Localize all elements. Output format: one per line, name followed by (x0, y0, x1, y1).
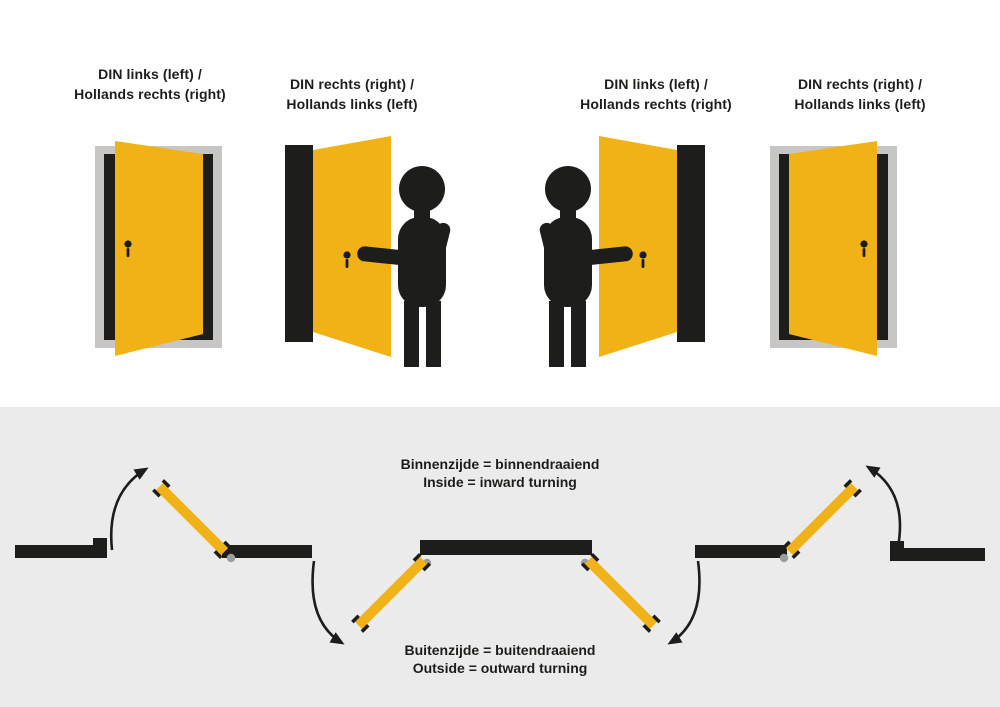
swing-direction-section: Binnenzijde = binnendraaiend Inside = in… (0, 407, 1000, 707)
door-handle-icon (860, 240, 868, 257)
inside-turning-label-line2: Inside = inward turning (423, 474, 577, 490)
plan-door-leaf (580, 552, 661, 633)
door-frame-open-left-icon (95, 141, 222, 356)
swing-plan-diagram (15, 465, 985, 645)
swing-arrow-icon (667, 560, 701, 645)
wall-segment (890, 548, 985, 561)
door-illustration-1 (95, 140, 222, 365)
inside-turning-label: Binnenzijde = binnendraaiend Inside = in… (300, 455, 700, 491)
plan-door-left-inward (15, 467, 312, 563)
door-frame-open-right-icon (770, 141, 897, 356)
door-handle-icon (124, 240, 132, 257)
door-handle-icon (343, 251, 351, 268)
outside-turning-label: Buitenzijde = buitendraaiend Outside = o… (300, 641, 700, 677)
plan-doors-center-outward (311, 540, 701, 645)
hinge-pivot-icon (226, 553, 236, 563)
wall-stop (93, 538, 107, 545)
figure-1-label: DIN links (left) / Hollands rechts (righ… (50, 64, 250, 104)
hinge-pivot-icon (779, 553, 789, 563)
figure-3-label-line2: Hollands rechts (right) (580, 96, 732, 112)
plan-door-leaf (152, 479, 233, 560)
door-frame-jamb (285, 145, 313, 342)
outside-turning-label-line2: Outside = outward turning (412, 660, 588, 676)
door-illustration-2 (285, 133, 470, 373)
door-with-person-mirrored-icon (539, 136, 705, 367)
figure-4-label-line2: Hollands links (left) (794, 96, 926, 112)
figure-2-label-line1: DIN rechts (right) / (289, 76, 415, 92)
swing-arrow-icon (865, 465, 902, 548)
door-with-person-icon (285, 136, 451, 367)
figure-4-label-line1: DIN rechts (right) / (797, 76, 923, 92)
door-panel (313, 136, 391, 357)
figure-3-label-line1: DIN links (left) / (604, 76, 708, 92)
person-silhouette-icon (357, 166, 451, 367)
wall-segment (222, 545, 312, 558)
wall-segment (15, 545, 107, 558)
person-silhouette-icon (539, 166, 633, 367)
swing-arrow-icon (311, 560, 345, 645)
figure-2-label: DIN rechts (right) / Hollands links (lef… (252, 74, 452, 114)
door-panel (789, 141, 877, 356)
door-panel (115, 141, 203, 356)
wall-stop (890, 541, 904, 548)
door-illustration-3 (520, 133, 705, 373)
door-illustration-4 (770, 140, 897, 365)
plan-door-leaf (781, 479, 862, 560)
door-panel (599, 136, 677, 357)
door-types-section: DIN links (left) / Hollands rechts (righ… (50, 64, 960, 373)
figure-4-label: DIN rechts (right) / Hollands links (lef… (760, 74, 960, 114)
wall-segment (695, 545, 787, 558)
figure-1-label-line2: Hollands rechts (right) (74, 86, 226, 102)
door-handle-icon (639, 251, 647, 268)
figure-3-label: DIN links (left) / Hollands rechts (righ… (556, 74, 756, 114)
door-frame-jamb (677, 145, 705, 342)
wall-segment (420, 540, 592, 555)
outside-turning-label-line1: Buitenzijde = buitendraaiend (404, 642, 596, 658)
figure-2-label-line2: Hollands links (left) (286, 96, 418, 112)
swing-arrow-icon (109, 467, 149, 551)
figure-1-label-line1: DIN links (left) / (98, 66, 202, 82)
plan-door-right-inward (695, 465, 985, 563)
plan-door-leaf (351, 552, 432, 633)
inside-turning-label-line1: Binnenzijde = binnendraaiend (400, 456, 600, 472)
